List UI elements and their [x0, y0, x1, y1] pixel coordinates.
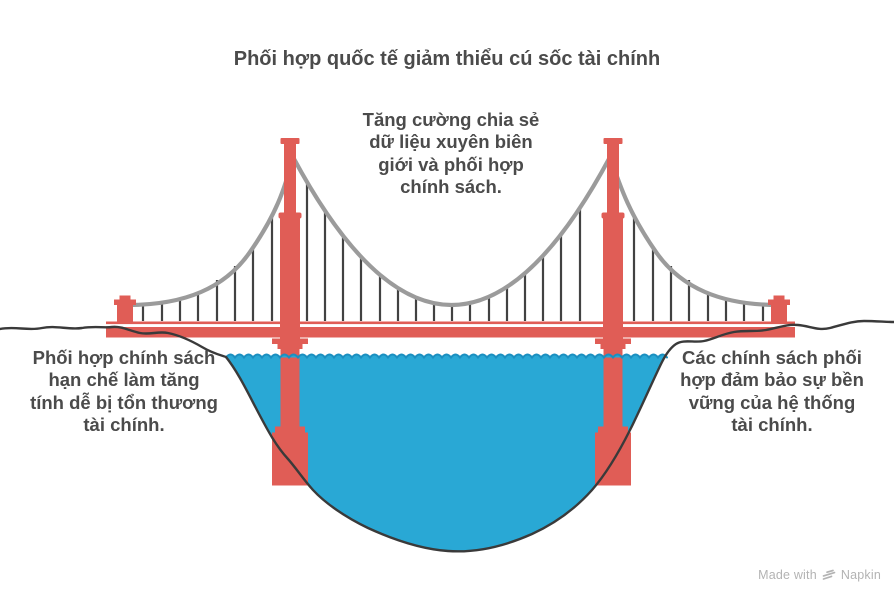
center-span-cable — [290, 154, 613, 308]
annotation-right: Các chính sách phối hợp đảm bảo sự bền v… — [680, 347, 864, 436]
left-anchor-post — [114, 295, 136, 322]
bridge-deck — [106, 321, 795, 338]
napkin-strokes-icon — [822, 569, 836, 580]
suspender-cables — [141, 181, 765, 321]
left-span-cable — [125, 153, 296, 308]
annotation-left: Phối hợp chính sách hạn chế làm tăng tín… — [30, 347, 218, 436]
water-fill — [226, 357, 668, 552]
left-tower — [272, 138, 308, 349]
annotation-center-top: Tăng cường chia sẻ dữ liệu xuyên biên gi… — [362, 109, 540, 198]
right-tower — [595, 138, 631, 349]
right-anchor-post — [768, 295, 790, 322]
diagram-title: Phối hợp quốc tế giảm thiểu cú sốc tài c… — [233, 48, 661, 70]
credit-made-with-label: Made with — [758, 568, 817, 582]
water-wave-line — [225, 353, 668, 360]
napkin-credit[interactable]: Made with Napkin — [758, 568, 881, 582]
main-cables — [125, 153, 781, 308]
terrain-outline — [0, 319, 894, 553]
right-span-cable — [607, 153, 781, 308]
credit-brand-label: Napkin — [840, 568, 881, 582]
